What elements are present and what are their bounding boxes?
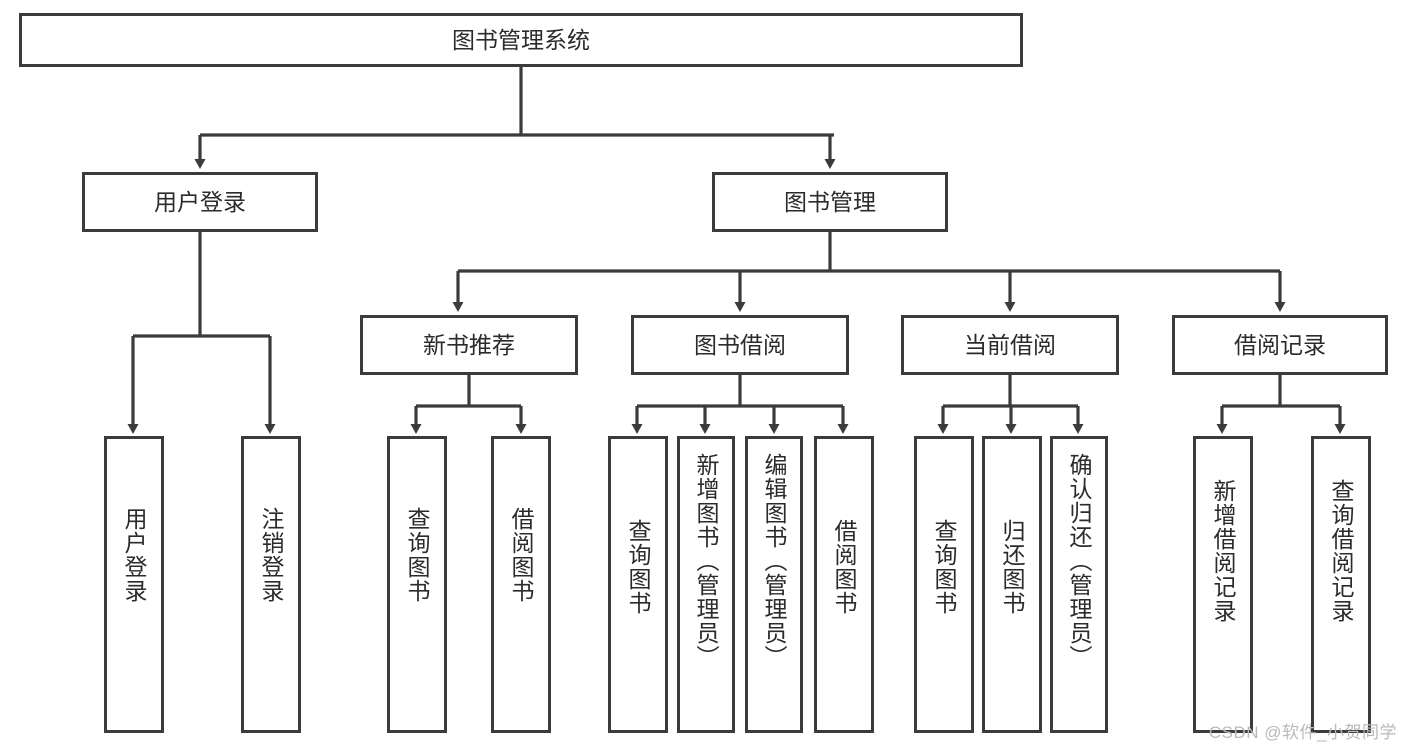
node-root[interactable]: 图书管理系统: [19, 13, 1023, 67]
node-user-login-label: 用户登录: [154, 188, 246, 215]
node-new-book-rec[interactable]: 新书推荐: [360, 315, 578, 375]
node-leaf-borrow-book-2[interactable]: 借阅图书: [814, 436, 874, 733]
node-current-borrow[interactable]: 当前借阅: [901, 315, 1119, 375]
node-leaf-query-book-1-label: 查询图书: [404, 507, 431, 603]
node-leaf-query-book-2-label: 查询图书: [625, 519, 652, 615]
node-leaf-borrow-book-1-label: 借阅图书: [508, 507, 535, 603]
node-book-manage-label: 图书管理: [784, 188, 876, 215]
node-leaf-query-book-3-label: 查询图书: [931, 519, 958, 615]
node-leaf-user-login[interactable]: 用户登录: [104, 436, 164, 733]
node-leaf-add-record[interactable]: 新增借阅记录: [1193, 436, 1253, 733]
node-leaf-query-book-2[interactable]: 查询图书: [608, 436, 668, 733]
node-current-borrow-label: 当前借阅: [964, 331, 1056, 358]
node-leaf-add-book-label: 新增图书（管理员）: [693, 453, 720, 669]
node-leaf-user-login-label: 用户登录: [121, 507, 148, 603]
node-leaf-borrow-book-1[interactable]: 借阅图书: [491, 436, 551, 733]
node-leaf-borrow-book-2-label: 借阅图书: [831, 519, 858, 615]
node-leaf-query-book-1[interactable]: 查询图书: [387, 436, 447, 733]
node-leaf-add-book[interactable]: 新增图书（管理员）: [677, 436, 735, 733]
node-leaf-logout-label: 注销登录: [258, 507, 285, 603]
node-leaf-edit-book[interactable]: 编辑图书（管理员）: [745, 436, 803, 733]
node-borrow-record[interactable]: 借阅记录: [1172, 315, 1388, 375]
node-leaf-return-book-label: 归还图书: [999, 519, 1026, 615]
node-leaf-add-record-label: 新增借阅记录: [1210, 479, 1237, 623]
node-leaf-query-book-3[interactable]: 查询图书: [914, 436, 974, 733]
node-user-login[interactable]: 用户登录: [82, 172, 318, 232]
node-leaf-return-book[interactable]: 归还图书: [982, 436, 1042, 733]
node-leaf-confirm-return-label: 确认归还（管理员）: [1066, 453, 1093, 669]
node-leaf-query-record[interactable]: 查询借阅记录: [1311, 436, 1371, 733]
node-new-book-rec-label: 新书推荐: [423, 331, 515, 358]
node-leaf-confirm-return[interactable]: 确认归还（管理员）: [1050, 436, 1108, 733]
node-borrow-record-label: 借阅记录: [1234, 331, 1326, 358]
node-book-manage[interactable]: 图书管理: [712, 172, 948, 232]
node-book-borrow[interactable]: 图书借阅: [631, 315, 849, 375]
node-book-borrow-label: 图书借阅: [694, 331, 786, 358]
node-leaf-edit-book-label: 编辑图书（管理员）: [761, 453, 788, 669]
node-leaf-query-record-label: 查询借阅记录: [1328, 479, 1355, 623]
node-root-label: 图书管理系统: [452, 26, 590, 53]
node-leaf-logout[interactable]: 注销登录: [241, 436, 301, 733]
